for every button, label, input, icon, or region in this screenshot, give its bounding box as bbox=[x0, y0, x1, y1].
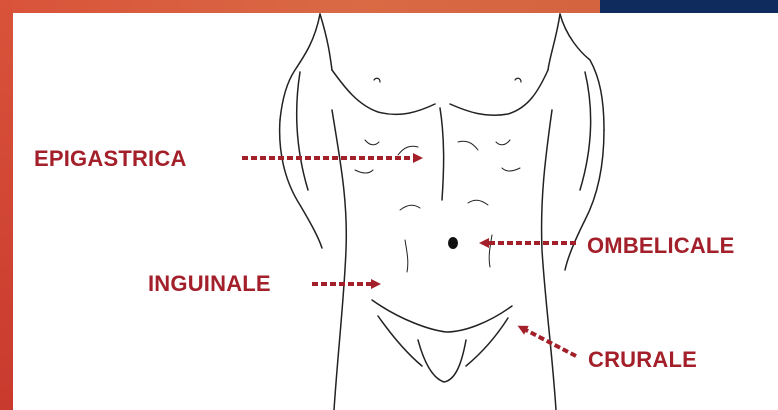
label-crurale: CRURALE bbox=[588, 347, 697, 373]
body-outline bbox=[280, 14, 604, 410]
navel bbox=[448, 237, 458, 249]
arrows bbox=[242, 158, 576, 356]
label-inguinale: INGUINALE bbox=[148, 271, 271, 297]
label-ombelicale: OMBELICALE bbox=[587, 233, 734, 259]
label-epigastrica: EPIGASTRICA bbox=[34, 146, 187, 172]
